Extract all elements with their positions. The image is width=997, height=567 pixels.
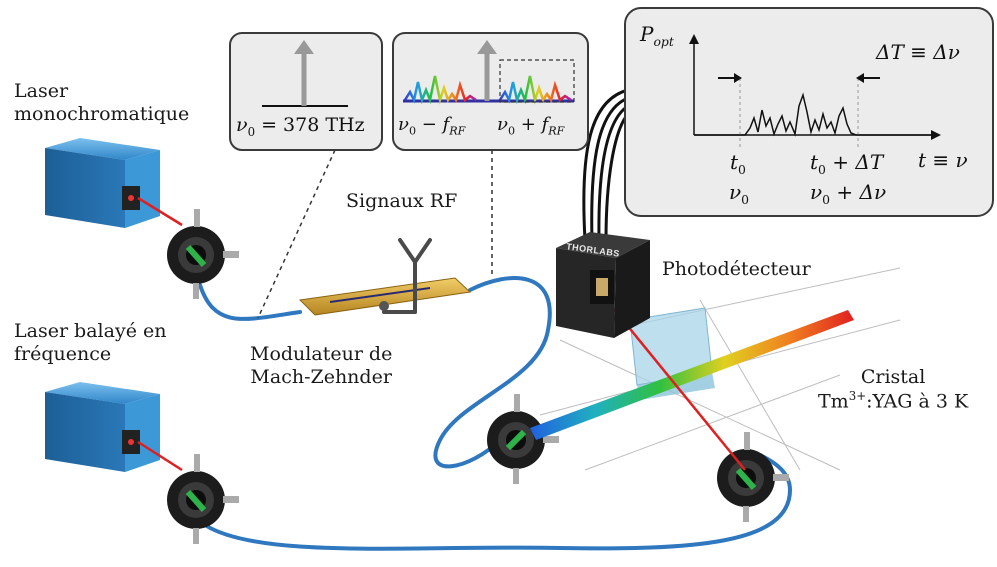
inset-single-line	[229, 32, 383, 151]
rf-antenna-icon	[382, 238, 432, 314]
sideband-right-label: ν0 + fRF	[497, 114, 565, 138]
signal-x-axis-label: t ≡ ν	[918, 148, 968, 172]
signal-y-axis-label: Popt	[640, 22, 674, 49]
leader-lines	[257, 149, 493, 319]
photodetector-label: Photodétecteur	[662, 258, 811, 280]
optical-fibers	[198, 276, 793, 551]
fiber-modulator-to-crystal	[433, 276, 552, 469]
rf-signals-label: Signaux RF	[346, 190, 458, 212]
signal-trace	[694, 92, 935, 137]
signal-cables	[582, 88, 630, 241]
signal-t-end-label: t0 + ΔT	[810, 150, 884, 177]
signal-delta-equation: ΔT ≡ Δν	[876, 40, 960, 64]
inset-sidebands	[392, 32, 589, 151]
mach-zehnder-modulator	[298, 277, 472, 316]
laser-mono	[45, 138, 160, 228]
signal-nu0-label: ν0	[729, 180, 750, 207]
inset-single-equation: ν0 = 378 THz	[236, 114, 365, 139]
sideband-left-label: ν0 − fRF	[398, 114, 466, 138]
laser-mono-label: Laser monochromatique	[14, 80, 190, 125]
modulator-label: Modulateur de Mach-Zehnder	[250, 343, 393, 388]
laser-swept-label: Laser balayé en fréquence	[14, 320, 167, 365]
fiber-coupler-icon	[167, 209, 789, 544]
signal-nu-end-label: ν0 + Δν	[810, 180, 887, 207]
beam-mono	[137, 196, 183, 227]
fiber-mono-to-modulator	[198, 283, 302, 321]
signal-t0-label: t0	[730, 150, 746, 177]
photodetector-camera-icon	[556, 232, 650, 338]
inset-signal	[624, 7, 994, 217]
beam-swept	[137, 440, 183, 472]
laser-swept	[45, 382, 160, 472]
swept-beam	[530, 310, 854, 440]
crystal-label: Cristal Tm3+:YAG à 3 K	[818, 366, 969, 413]
fiber-swept-to-coupler	[203, 453, 793, 551]
